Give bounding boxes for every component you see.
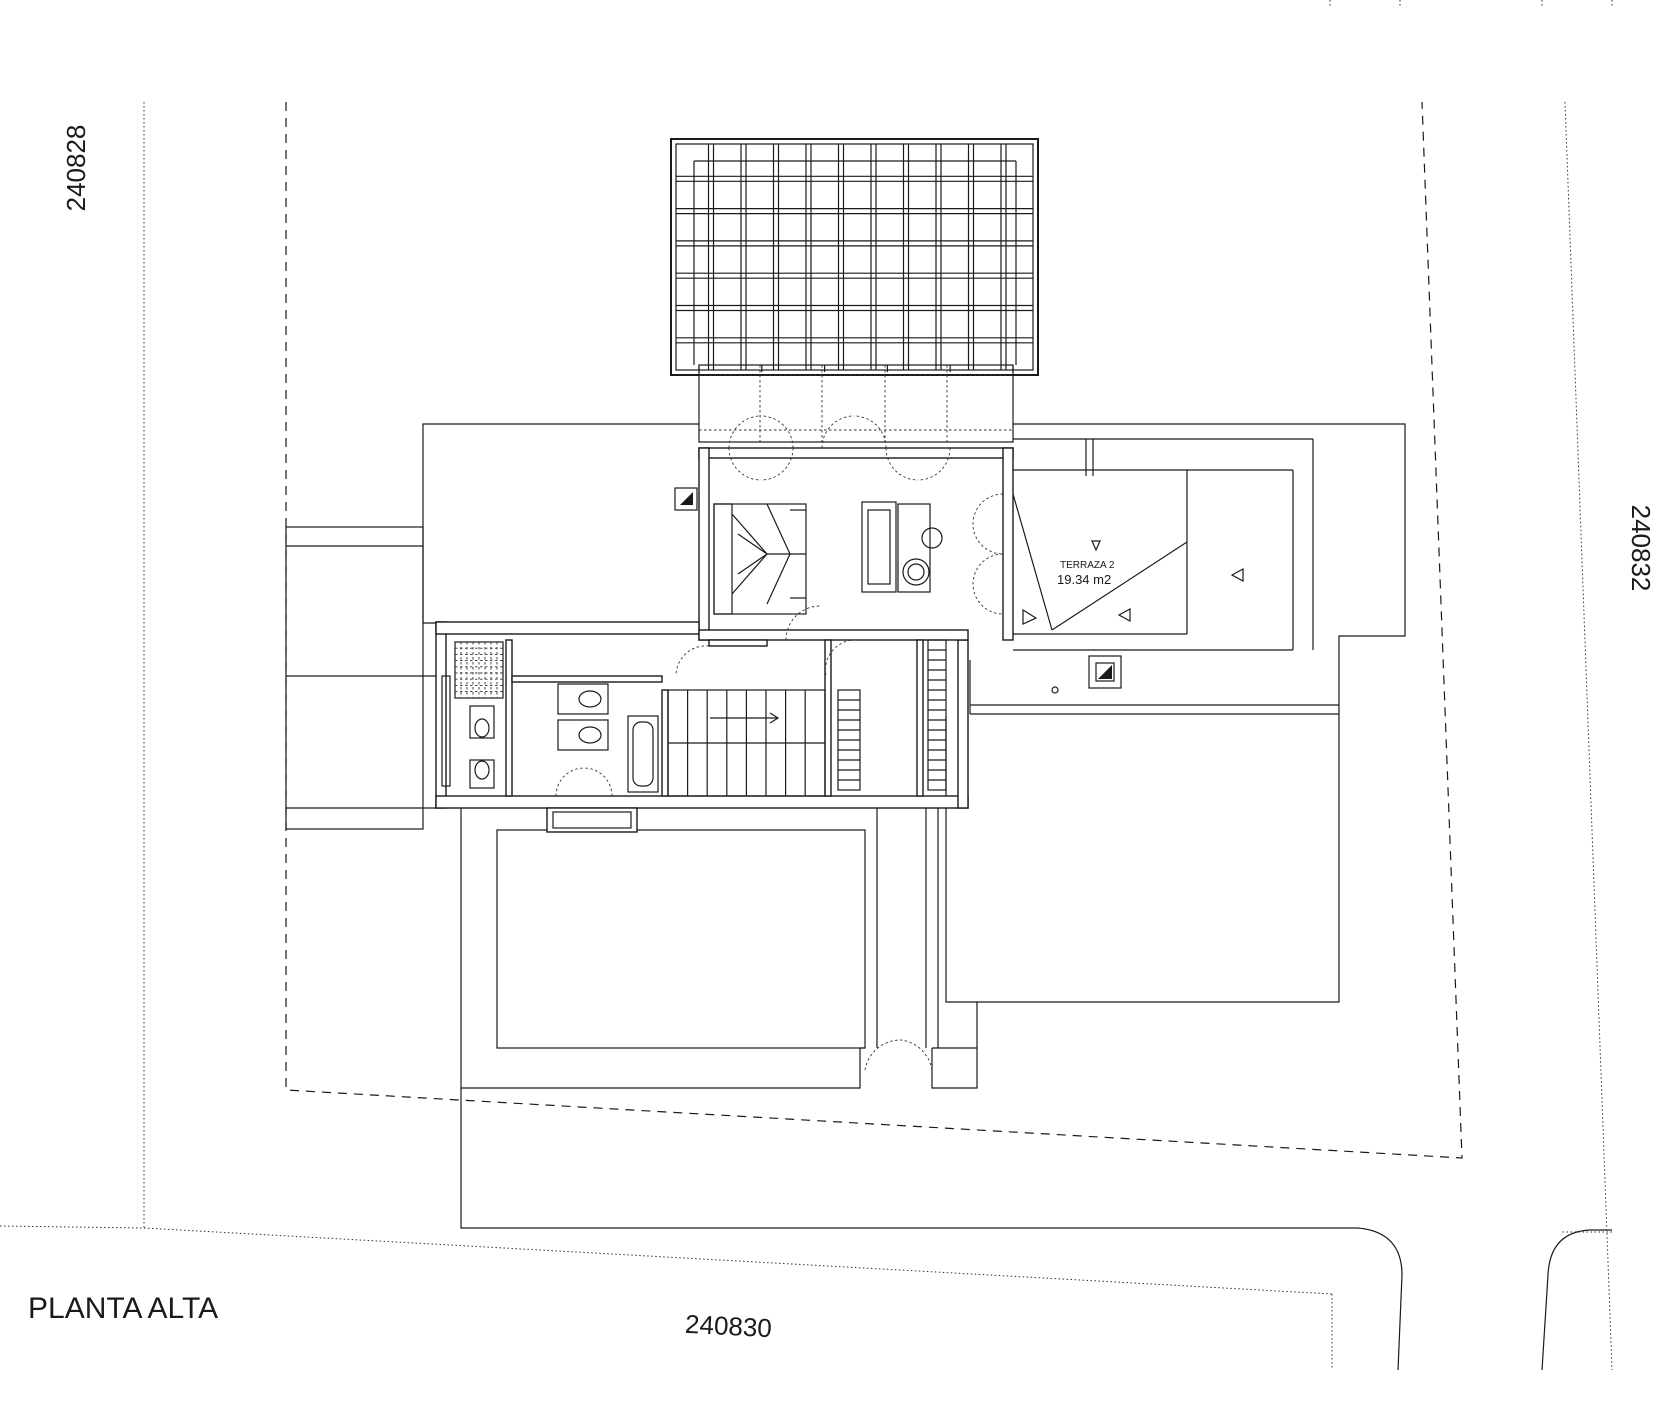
building-walls [435,447,1014,833]
setback-line [285,101,1463,1159]
bathroom-fixtures [441,641,659,793]
terrace-name: TERRAZA 2 [1060,560,1115,571]
parcel-boundaries [0,0,1613,1371]
bedroom-furniture [713,501,943,615]
parcel-label-left: 240828 [61,125,91,212]
pergola-grid [670,138,1039,376]
staircase [667,639,947,797]
parcel-label-right: 240832 [1626,505,1656,592]
parcel-label-bottom: 240830 [684,1309,772,1343]
road-outline [460,1088,1612,1371]
pergola-deck [698,364,1014,443]
roof-outlines [285,423,1406,1089]
misc-symbols [674,487,1244,694]
terrace-area: 19.34 m2 [1057,572,1111,587]
door-swings [555,415,1053,797]
plan-title: PLANTA ALTA [28,1292,218,1325]
